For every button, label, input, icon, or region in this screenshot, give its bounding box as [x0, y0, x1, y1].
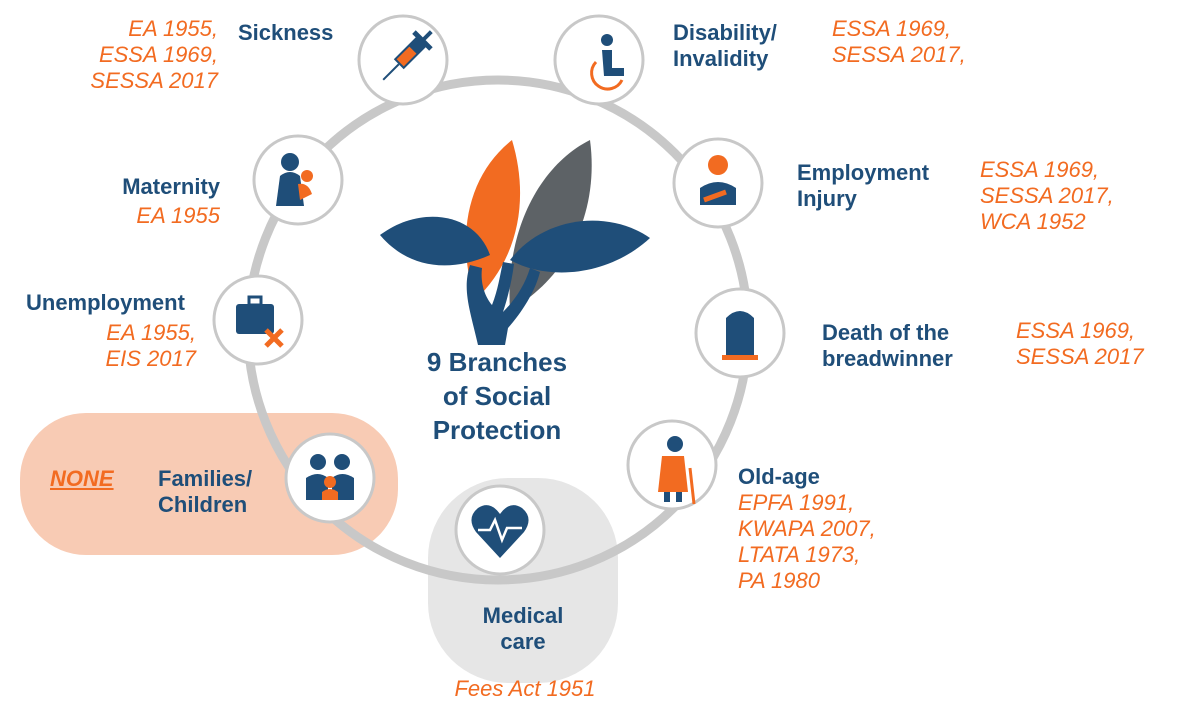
families-none-label: NONE: [50, 466, 114, 491]
maternity-title: Maternity: [122, 174, 220, 199]
unemployment-laws: EA 1955, EIS 2017: [105, 320, 196, 371]
families-title: Families/ Children: [158, 466, 253, 517]
plant-hand-illustration: [380, 140, 650, 345]
death-title: Death of the breadwinner: [822, 320, 953, 371]
heartbeat-icon: [471, 505, 529, 558]
medical-laws: Fees Act 1951: [454, 676, 596, 701]
gravestone-icon: [722, 311, 758, 360]
node-disability: [553, 14, 645, 106]
employment-injury-title: Employment Injury: [797, 160, 930, 211]
center-title: 9 Branches of Social Protection: [426, 347, 568, 445]
unemployment-title: Unemployment: [26, 290, 185, 315]
wheelchair-icon: [590, 34, 624, 91]
medical-title: Medical care: [482, 603, 564, 654]
sickness-laws: EA 1955, ESSA 1969, SESSA 2017: [90, 16, 218, 93]
elderly-person-icon: [658, 436, 696, 505]
injured-worker-icon: [700, 155, 736, 205]
old-age-laws: EPFA 1991, KWAPA 2007, LTATA 1973, PA 19…: [738, 490, 876, 593]
sickness-title: Sickness: [238, 20, 334, 45]
maternity-laws: EA 1955: [136, 203, 220, 228]
disability-title: Disability/ Invalidity: [673, 20, 777, 71]
old-age-title: Old-age: [738, 464, 820, 489]
syringe-icon: [382, 30, 433, 81]
family-icon: [306, 454, 354, 500]
mother-child-icon: [276, 153, 313, 206]
death-laws: ESSA 1969, SESSA 2017: [1016, 318, 1144, 369]
disability-laws: ESSA 1969, SESSA 2017,: [832, 16, 966, 67]
briefcase-cross-icon: [236, 295, 284, 348]
employment-injury-laws: ESSA 1969, SESSA 2017, WCA 1952: [980, 157, 1114, 234]
